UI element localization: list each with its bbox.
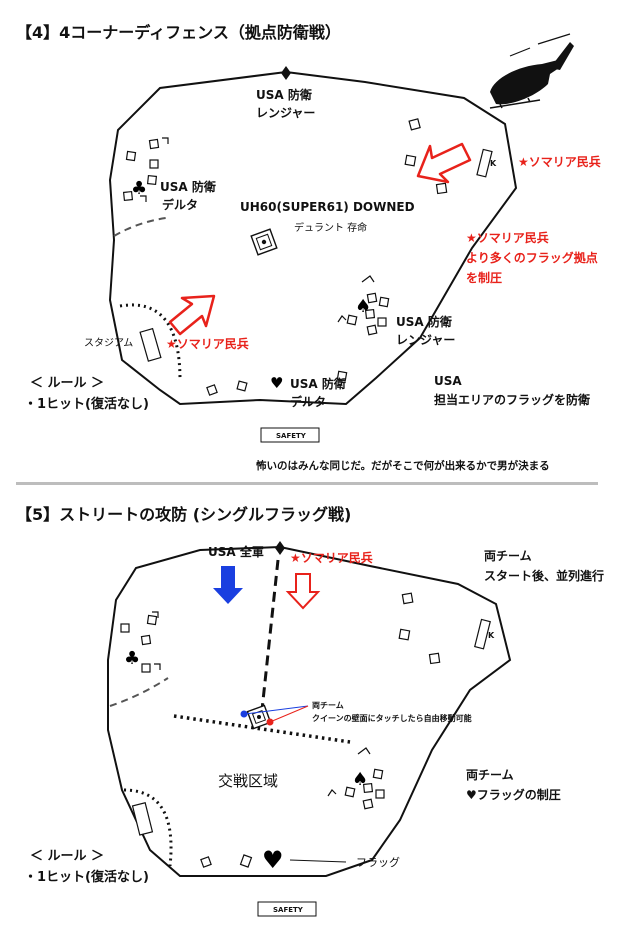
center-dashed-line: [260, 559, 280, 711]
k-label-5: K: [488, 631, 495, 640]
safety-label-4: SAFETY: [276, 432, 307, 440]
safety-zone-4: [260, 427, 320, 443]
spade-icon: ♠: [355, 296, 371, 317]
buildings-top-right-4: [404, 118, 493, 195]
rule-title-4: ＜ ルール ＞: [30, 376, 104, 391]
somalia-left-label: ★ソマリア民兵: [166, 336, 249, 351]
battle-zone-label: 交戦区域: [218, 772, 278, 790]
usa-ranger-top-label-2: レンジャー: [256, 106, 315, 120]
usa-pointer-line: [244, 705, 309, 715]
heart-target-label-1: 両チーム: [466, 768, 514, 782]
usa-delta-bottom-label: USA 防衛: [290, 376, 346, 391]
section-divider: [16, 482, 598, 485]
usa-all-label: USA 全軍: [208, 544, 264, 559]
k-label-4: K: [490, 159, 497, 168]
usa-ranger-right-label-2: レンジャー: [396, 333, 455, 347]
stadium-label: スタジアム: [84, 337, 133, 349]
queen-note-1: 両チーム: [312, 701, 344, 710]
attack-arrow-top: [416, 142, 472, 184]
usa-delta-left-label-2: デルタ: [162, 197, 198, 212]
safety-label-5: SAFETY: [273, 906, 304, 914]
rule-1-5: ・1ヒット(復活なし): [24, 869, 149, 885]
building-bottom-b: [236, 380, 248, 392]
usa-delta-bottom-label-2: デルタ: [290, 394, 326, 409]
usa-delta-left-label: USA 防衛: [160, 179, 216, 194]
usa-ranger-right-label: USA 防衛: [396, 314, 452, 329]
building-bottom-5b: [239, 854, 253, 868]
buildings-left-5: [120, 611, 161, 673]
somalia-top-label: ★ソマリア民兵: [518, 154, 601, 169]
building-bottom-5a: [200, 856, 212, 868]
section-5-title: 【5】ストリートの攻防 (シングルフラッグ戦): [16, 505, 351, 524]
somalia-right-label-3: を制圧: [466, 270, 502, 285]
section-4: 【4】4コーナーディフェンス（拠点防衛戦） USA 防衛 レンジャー: [16, 23, 601, 472]
usa-ranger-top-label: USA 防衛: [256, 87, 312, 102]
queen-note-2: クイーンの壁面にタッチしたら自由移動可能: [312, 713, 472, 723]
usa-team-dot: [240, 710, 248, 718]
section-5: 【5】ストリートの攻防 (シングルフラッグ戦) USA 全軍 ★ソマリア民兵 両…: [16, 505, 604, 917]
building-bottom-a: [206, 384, 218, 396]
rule-1-4: ・1ヒット(復活なし): [24, 396, 149, 412]
club-icon: ♣: [131, 178, 147, 199]
safety-zone-5: [257, 901, 317, 917]
usa-note-label-1: USA: [434, 374, 462, 388]
buildings-right-5: [398, 592, 491, 665]
stadium-dotted-line: [119, 303, 182, 381]
diamond-icon-5: [275, 541, 285, 555]
heart-target-label-2: ♥フラッグの制圧: [466, 787, 561, 802]
attack-arrow-left: [168, 294, 216, 336]
rule-title-5: ＜ ルール ＞: [30, 849, 104, 864]
helicopter-icon: [489, 33, 574, 109]
downed-label: UH60(SUPER61) DOWNED: [240, 200, 415, 214]
queen-marker-icon: [250, 228, 278, 256]
map-boundary-5: [107, 545, 512, 877]
usa-note-label-2: 担当エリアのフラッグを防衛: [434, 392, 590, 407]
club-icon-5: ♣: [124, 648, 140, 669]
somalia-advance-arrow: [285, 573, 321, 610]
somalia-right-label-2: より多くのフラッグ拠点: [466, 250, 598, 265]
both-teams-label-1: 両チーム: [484, 549, 532, 563]
quote-text: 怖いのはみんな同じだ。だがそこで何が出来るかで男が決まる: [256, 459, 550, 472]
buildings-left-4: [122, 137, 169, 202]
usa-advance-arrow: [213, 566, 243, 604]
somalia-team-dot: [266, 718, 274, 726]
heart-flag-icon: ♥: [262, 846, 284, 874]
division-line-4a: [113, 217, 167, 237]
division-line-5a: [109, 677, 169, 707]
downed-note: デュラント 存命: [294, 221, 367, 234]
flag-pointer-line: [289, 859, 347, 863]
somalia-pointer-line: [269, 705, 309, 723]
section-4-title: 【4】4コーナーディフェンス（拠点防衛戦）: [16, 23, 341, 42]
stadium-building-5: [131, 802, 154, 836]
stadium-building: [139, 327, 162, 362]
heart-icon: ♥: [270, 374, 283, 392]
somalia-label-5: ★ソマリア民兵: [290, 550, 373, 565]
buildings-spade-4: [337, 275, 390, 336]
diamond-icon: [281, 66, 291, 80]
building-bottom-c: [336, 370, 348, 382]
spade-icon-5: ♠: [352, 769, 368, 790]
both-teams-label-2: スタート後、並列進行: [484, 568, 604, 583]
buildings-spade-5: [327, 747, 385, 810]
map-boundary-4: [108, 70, 518, 406]
queen-marker-icon-5: [246, 704, 272, 730]
flag-label: フラッグ: [356, 855, 400, 869]
somalia-right-label-1: ★ソマリア民兵: [466, 230, 549, 245]
